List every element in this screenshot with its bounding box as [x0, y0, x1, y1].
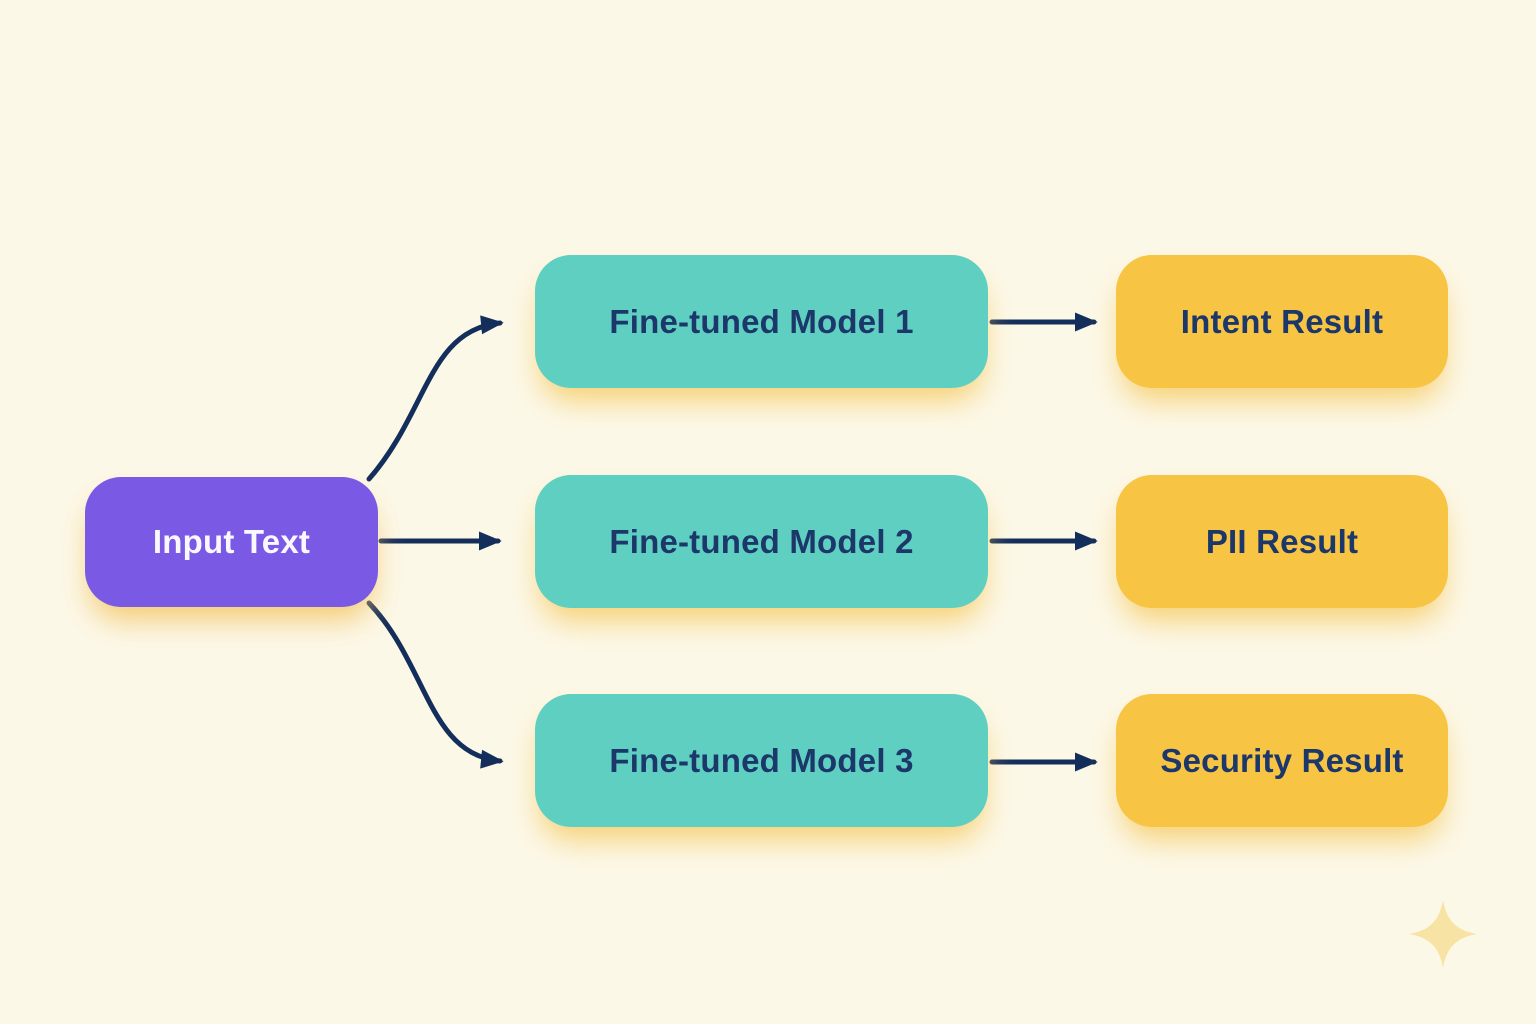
node-pii-result: PII Result: [1116, 475, 1448, 608]
node-pii-result-label: PII Result: [1205, 522, 1359, 560]
node-security-result-label: Security Result: [1160, 741, 1404, 779]
sparkle-icon: [1409, 900, 1477, 968]
node-fine-tuned-model-2-label: Fine-tuned Model 2: [609, 522, 914, 560]
edge-input-to-model1: [366, 315, 504, 482]
node-fine-tuned-model-1-label: Fine-tuned Model 1: [609, 302, 914, 340]
node-fine-tuned-model-2: Fine-tuned Model 2: [535, 475, 988, 608]
node-fine-tuned-model-3-label: Fine-tuned Model 3: [609, 741, 914, 779]
edge-input-to-model3: [366, 600, 504, 769]
node-intent-result-label: Intent Result: [1180, 302, 1384, 340]
node-fine-tuned-model-3: Fine-tuned Model 3: [535, 694, 988, 827]
node-input-text: Input Text: [85, 477, 378, 607]
node-security-result: Security Result: [1116, 694, 1448, 827]
node-input-text-label: Input Text: [152, 523, 311, 560]
node-fine-tuned-model-1: Fine-tuned Model 1: [535, 255, 988, 388]
node-intent-result: Intent Result: [1116, 255, 1448, 388]
